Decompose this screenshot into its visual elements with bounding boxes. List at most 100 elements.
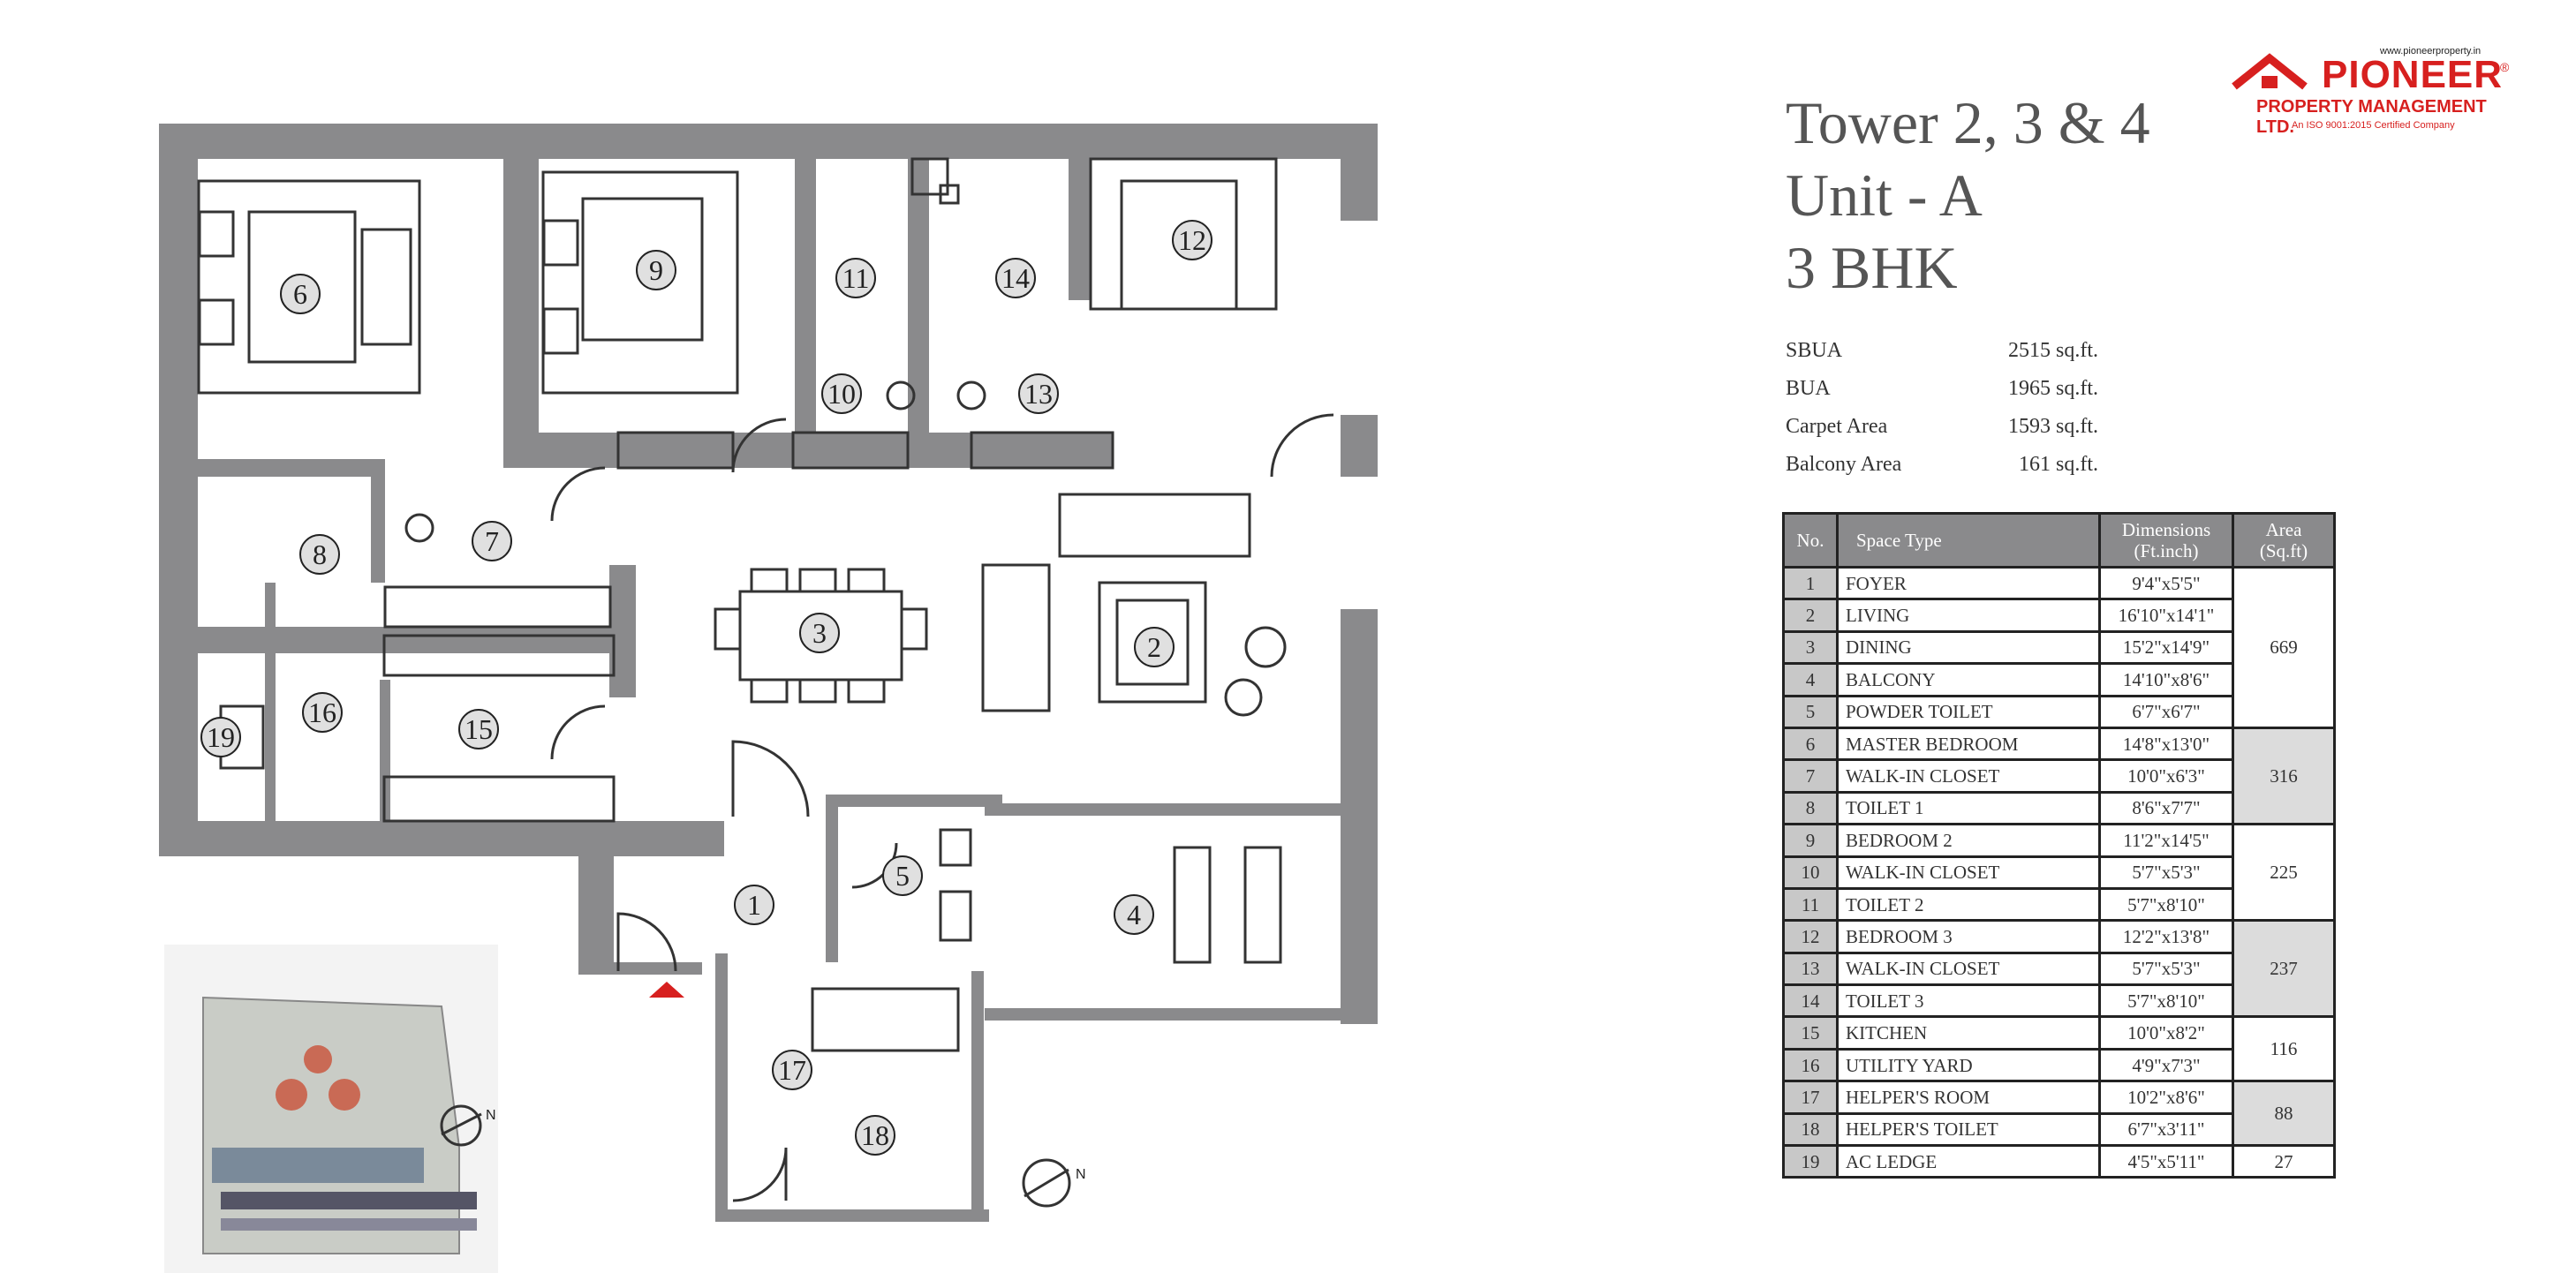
- row-dimensions: 5'7"x5'3": [2098, 855, 2234, 890]
- row-space-type: TOILET 1: [1836, 790, 2101, 826]
- keyplan-north-arrow-icon: N: [440, 1104, 496, 1147]
- area-value: 161: [2019, 453, 2051, 476]
- row-number: 16: [1782, 1047, 1839, 1083]
- row-space-type: WALK-IN CLOSET: [1836, 758, 2101, 794]
- room-label-4: 4: [1127, 899, 1141, 930]
- row-number: 1: [1782, 565, 1839, 601]
- room-label-14: 14: [1001, 262, 1030, 294]
- row-dimensions: 12'2"x13'8": [2098, 919, 2234, 954]
- row-dimensions: 4'9"x7'3": [2098, 1047, 2234, 1083]
- room-label-7: 7: [485, 525, 499, 557]
- key-plan: N: [164, 945, 498, 1273]
- row-number: 10: [1782, 855, 1839, 890]
- row-space-type: UTILITY YARD: [1836, 1047, 2101, 1083]
- row-area: 316: [2232, 726, 2336, 826]
- title-line-bhk: 3 BHK: [1786, 234, 1958, 301]
- row-number: 14: [1782, 983, 1839, 1019]
- area-row-sbua: SBUA 2515 sq.ft.: [1786, 332, 2157, 370]
- area-unit: sq.ft.: [2056, 377, 2098, 400]
- header-no: No.: [1782, 512, 1839, 569]
- room-label-6: 6: [293, 278, 307, 310]
- company-logo: www.pioneerproperty.in PIONEER ® PROPERT…: [2230, 42, 2521, 139]
- area-label: Carpet Area: [1786, 415, 1888, 438]
- logo-certification: An ISO 9001:2015 Certified Company: [2292, 120, 2455, 131]
- row-dimensions: 9'4"x5'5": [2098, 565, 2234, 601]
- row-dimensions: 8'6"x7'7": [2098, 790, 2234, 826]
- row-space-type: MASTER BEDROOM: [1836, 726, 2101, 762]
- row-dimensions: 5'7"x8'10": [2098, 983, 2234, 1019]
- doors: [550, 413, 1334, 1202]
- space-table: No. Space Type Dimensions(Ft.inch) Area(…: [1782, 512, 2336, 1179]
- furniture: [197, 157, 1287, 1052]
- row-dimensions: 10'2"x8'6": [2098, 1080, 2234, 1115]
- room-label-16: 16: [308, 697, 336, 728]
- row-number: 19: [1782, 1144, 1839, 1179]
- logo-url: www.pioneerproperty.in: [2380, 46, 2482, 56]
- row-area: 27: [2232, 1144, 2336, 1179]
- row-dimensions: 11'2"x14'5": [2098, 823, 2234, 858]
- area-value: 1965: [2008, 377, 2051, 400]
- room-label-11: 11: [842, 262, 870, 294]
- walls: [159, 124, 1378, 1222]
- row-space-type: LIVING: [1836, 598, 2101, 633]
- unit-title: Tower 2, 3 & 4 Unit - A 3 BHK: [1786, 87, 2280, 304]
- row-dimensions: 14'10"x8'6": [2098, 662, 2234, 697]
- header-area: Area(Sq.ft): [2232, 512, 2336, 569]
- area-row-carpet: Carpet Area 1593 sq.ft.: [1786, 408, 2157, 446]
- floor-plan: 6 9 12 11 14 10 13 7 8 3 2 16 19 15 5 1 …: [159, 124, 1378, 1273]
- row-number: 3: [1782, 629, 1839, 666]
- row-number: 12: [1782, 919, 1839, 954]
- row-number: 9: [1782, 823, 1839, 858]
- area-value: 2515: [2008, 339, 2051, 362]
- logo-registered-mark: ®: [2500, 60, 2510, 74]
- row-space-type: HELPER'S TOILET: [1836, 1111, 2101, 1148]
- row-area: 116: [2232, 1015, 2336, 1083]
- keyplan-north-label: N: [486, 1108, 496, 1123]
- row-number: 17: [1782, 1080, 1839, 1115]
- row-dimensions: 15'2"x14'9": [2098, 629, 2234, 666]
- title-line-unit: Unit - A: [1786, 162, 1983, 229]
- row-dimensions: 5'7"x5'3": [2098, 951, 2234, 987]
- room-label-3: 3: [812, 617, 827, 649]
- row-space-type: KITCHEN: [1836, 1015, 2101, 1051]
- area-unit: sq.ft.: [2056, 453, 2098, 476]
- row-space-type: TOILET 3: [1836, 983, 2101, 1019]
- room-label-17: 17: [778, 1054, 806, 1086]
- row-number: 11: [1782, 886, 1839, 923]
- room-label-9: 9: [649, 254, 663, 286]
- row-number: 2: [1782, 598, 1839, 633]
- title-line-tower: Tower 2, 3 & 4: [1786, 89, 2150, 156]
- row-area: 669: [2232, 566, 2336, 729]
- area-label: SBUA: [1786, 339, 1843, 362]
- row-number: 7: [1782, 758, 1839, 794]
- area-unit: sq.ft.: [2056, 339, 2098, 362]
- header-space-type: Space Type: [1836, 512, 2101, 569]
- row-number: 8: [1782, 790, 1839, 826]
- row-dimensions: 5'7"x8'10": [2098, 886, 2234, 923]
- area-row-bua: BUA 1965 sq.ft.: [1786, 370, 2157, 408]
- row-area: 237: [2232, 919, 2336, 1019]
- logo-brand: PIONEER: [2322, 53, 2504, 96]
- table-header-row: No. Space Type Dimensions(Ft.inch) Area(…: [1782, 512, 2336, 569]
- row-number: 15: [1782, 1015, 1839, 1051]
- row-space-type: POWDER TOILET: [1836, 694, 2101, 729]
- row-number: 6: [1782, 726, 1839, 762]
- row-dimensions: 16'10"x14'1": [2098, 598, 2234, 633]
- row-space-type: FOYER: [1836, 565, 2101, 601]
- entry-marker-icon: [649, 982, 684, 998]
- room-label-2: 2: [1147, 631, 1161, 663]
- header-dimensions: Dimensions(Ft.inch): [2098, 512, 2234, 569]
- room-label-10: 10: [827, 378, 856, 410]
- area-label: BUA: [1786, 377, 1831, 400]
